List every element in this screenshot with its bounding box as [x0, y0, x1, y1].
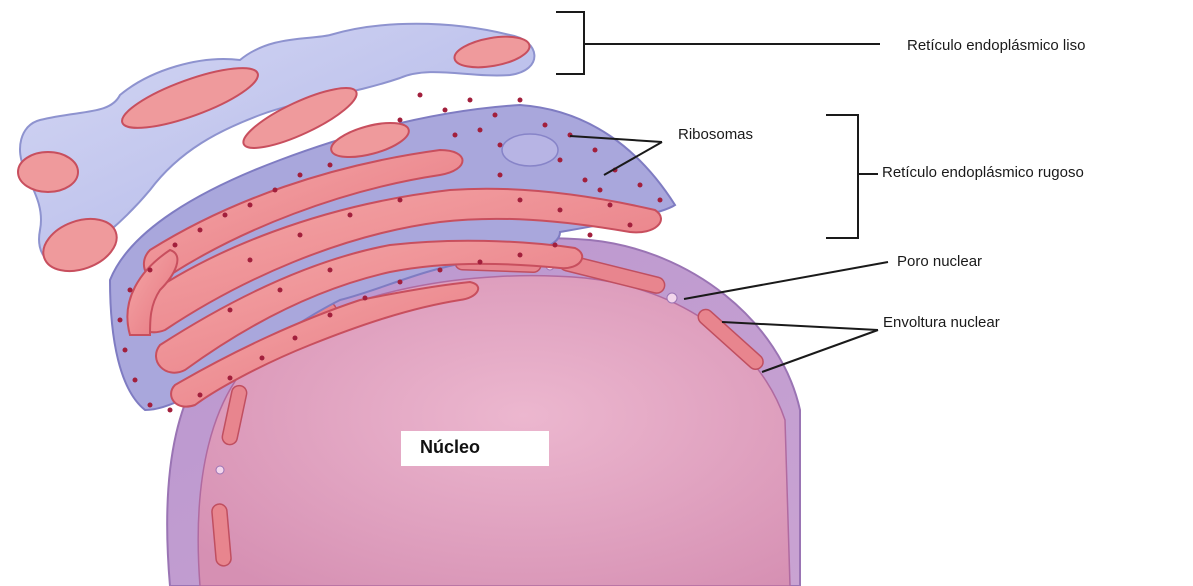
envelope-leader-b	[762, 330, 878, 372]
nuclear-envelope-label: Envoltura nuclear	[883, 314, 1000, 332]
ribosomes-label: Ribosomas	[678, 126, 753, 144]
smooth-er-label: Retículo endoplásmico liso	[907, 37, 1085, 55]
nuclear-pore-leader	[684, 262, 888, 299]
er-vesicle	[502, 134, 558, 166]
smooth-er-bracket	[556, 12, 584, 74]
nucleus-label: Núcleo	[420, 437, 480, 458]
nuclear-pore-label: Poro nuclear	[897, 253, 982, 271]
rough-er-bracket	[826, 115, 858, 238]
rough-er-label: Retículo endoplásmico rugoso	[882, 164, 1084, 182]
